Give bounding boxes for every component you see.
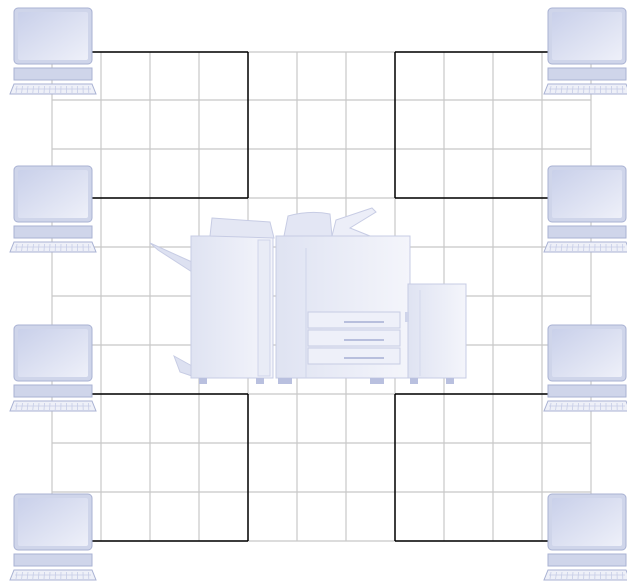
desktop-computer-icon (544, 494, 627, 580)
desktop-computer-icon (10, 325, 96, 411)
desktop-computer-icon (544, 166, 627, 252)
desktop-computer-icon (544, 8, 627, 94)
multifunction-printer-icon (150, 208, 466, 384)
desktop-computer-icon (10, 8, 96, 94)
desktop-computer-icon (10, 166, 96, 252)
desktop-computer-icon (10, 494, 96, 580)
desktop-computer-icon (544, 325, 627, 411)
